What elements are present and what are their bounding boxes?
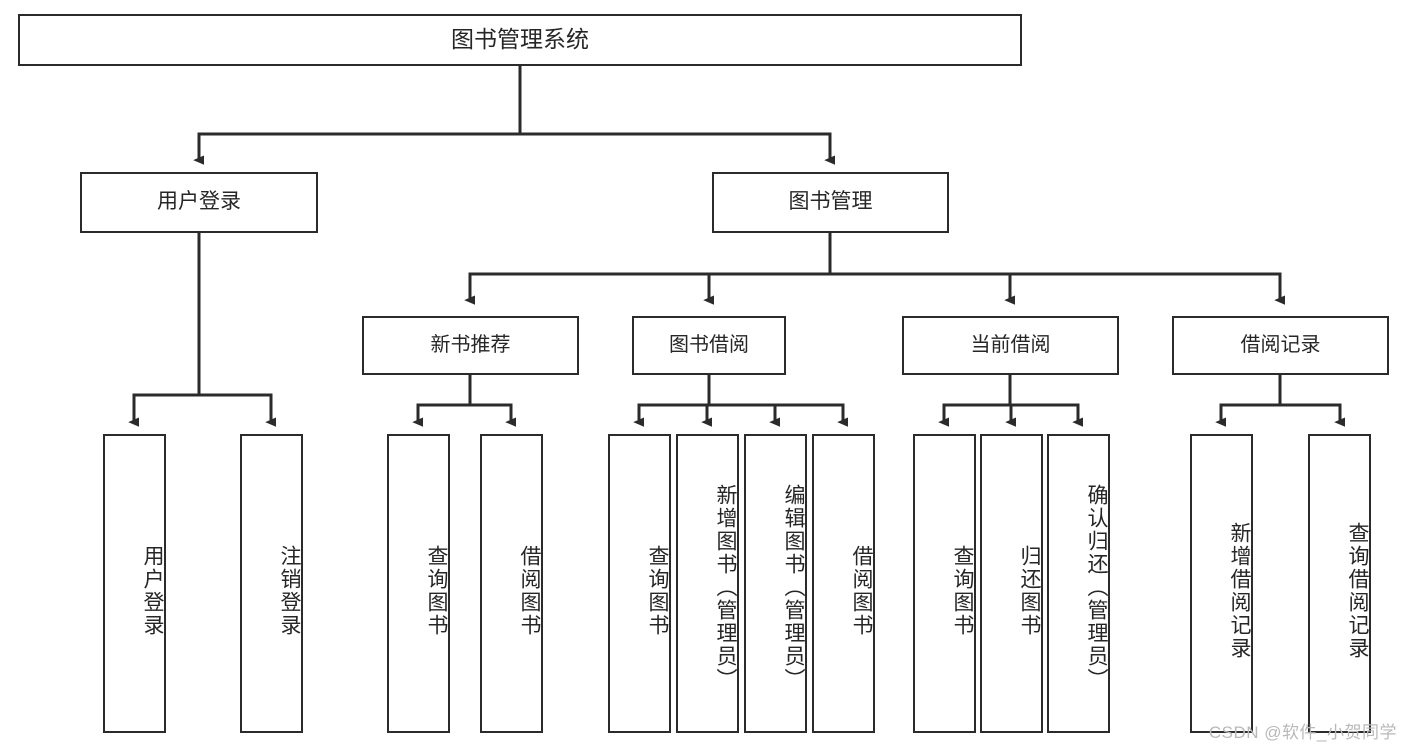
node-borrow-record-label: 借阅记录 — [1240, 333, 1321, 356]
leaf-add-record-label: 新增借阅记录 — [1228, 521, 1251, 660]
leaf-edit-book-label: 编辑图书（管理员） — [782, 484, 805, 691]
leaf-query-book-2-label: 查询图书 — [646, 544, 669, 637]
leaf-add-book[interactable]: 新增图书（管理员） — [676, 434, 739, 733]
leaf-query-book-3[interactable]: 查询图书 — [913, 434, 976, 733]
leaf-query-book-1[interactable]: 查询图书 — [387, 434, 450, 733]
leaf-borrow-book-2[interactable]: 借阅图书 — [812, 434, 875, 733]
leaf-add-book-label: 新增图书（管理员） — [714, 484, 737, 691]
leaf-confirm-return[interactable]: 确认归还（管理员） — [1047, 434, 1110, 733]
leaf-query-book-1-label: 查询图书 — [425, 544, 448, 637]
node-new-book-recommend-label: 新书推荐 — [430, 333, 511, 356]
node-root-label: 图书管理系统 — [451, 26, 589, 53]
node-book-manage[interactable]: 图书管理 — [712, 172, 949, 233]
node-root[interactable]: 图书管理系统 — [18, 14, 1022, 66]
leaf-add-record[interactable]: 新增借阅记录 — [1190, 434, 1253, 733]
leaf-borrow-book-2-label: 借阅图书 — [850, 544, 873, 637]
leaf-query-record[interactable]: 查询借阅记录 — [1308, 434, 1371, 733]
node-new-book-recommend[interactable]: 新书推荐 — [362, 316, 579, 375]
leaf-query-book-2[interactable]: 查询图书 — [608, 434, 671, 733]
node-book-manage-label: 图书管理 — [788, 190, 873, 214]
watermark: CSDN @软件_小贺同学 — [1208, 723, 1397, 742]
node-user-login[interactable]: 用户登录 — [80, 172, 318, 233]
leaf-edit-book[interactable]: 编辑图书（管理员） — [744, 434, 807, 733]
leaf-return-book-label: 归还图书 — [1018, 544, 1041, 637]
leaf-user-login-label: 用户登录 — [141, 544, 164, 637]
leaf-borrow-book-1[interactable]: 借阅图书 — [480, 434, 543, 733]
node-user-login-label: 用户登录 — [157, 190, 241, 214]
node-book-borrow[interactable]: 图书借阅 — [632, 316, 786, 375]
node-current-borrow-label: 当前借阅 — [970, 333, 1051, 356]
leaf-logout-label: 注销登录 — [278, 544, 301, 637]
leaf-confirm-return-label: 确认归还（管理员） — [1085, 484, 1108, 691]
node-borrow-record[interactable]: 借阅记录 — [1172, 316, 1389, 375]
leaf-user-login[interactable]: 用户登录 — [103, 434, 166, 733]
leaf-query-book-3-label: 查询图书 — [951, 544, 974, 637]
node-current-borrow[interactable]: 当前借阅 — [902, 316, 1119, 375]
leaf-logout[interactable]: 注销登录 — [240, 434, 303, 733]
leaf-borrow-book-1-label: 借阅图书 — [518, 544, 541, 637]
leaf-return-book[interactable]: 归还图书 — [980, 434, 1043, 733]
leaf-query-record-label: 查询借阅记录 — [1346, 521, 1369, 660]
node-book-borrow-label: 图书借阅 — [669, 333, 749, 356]
